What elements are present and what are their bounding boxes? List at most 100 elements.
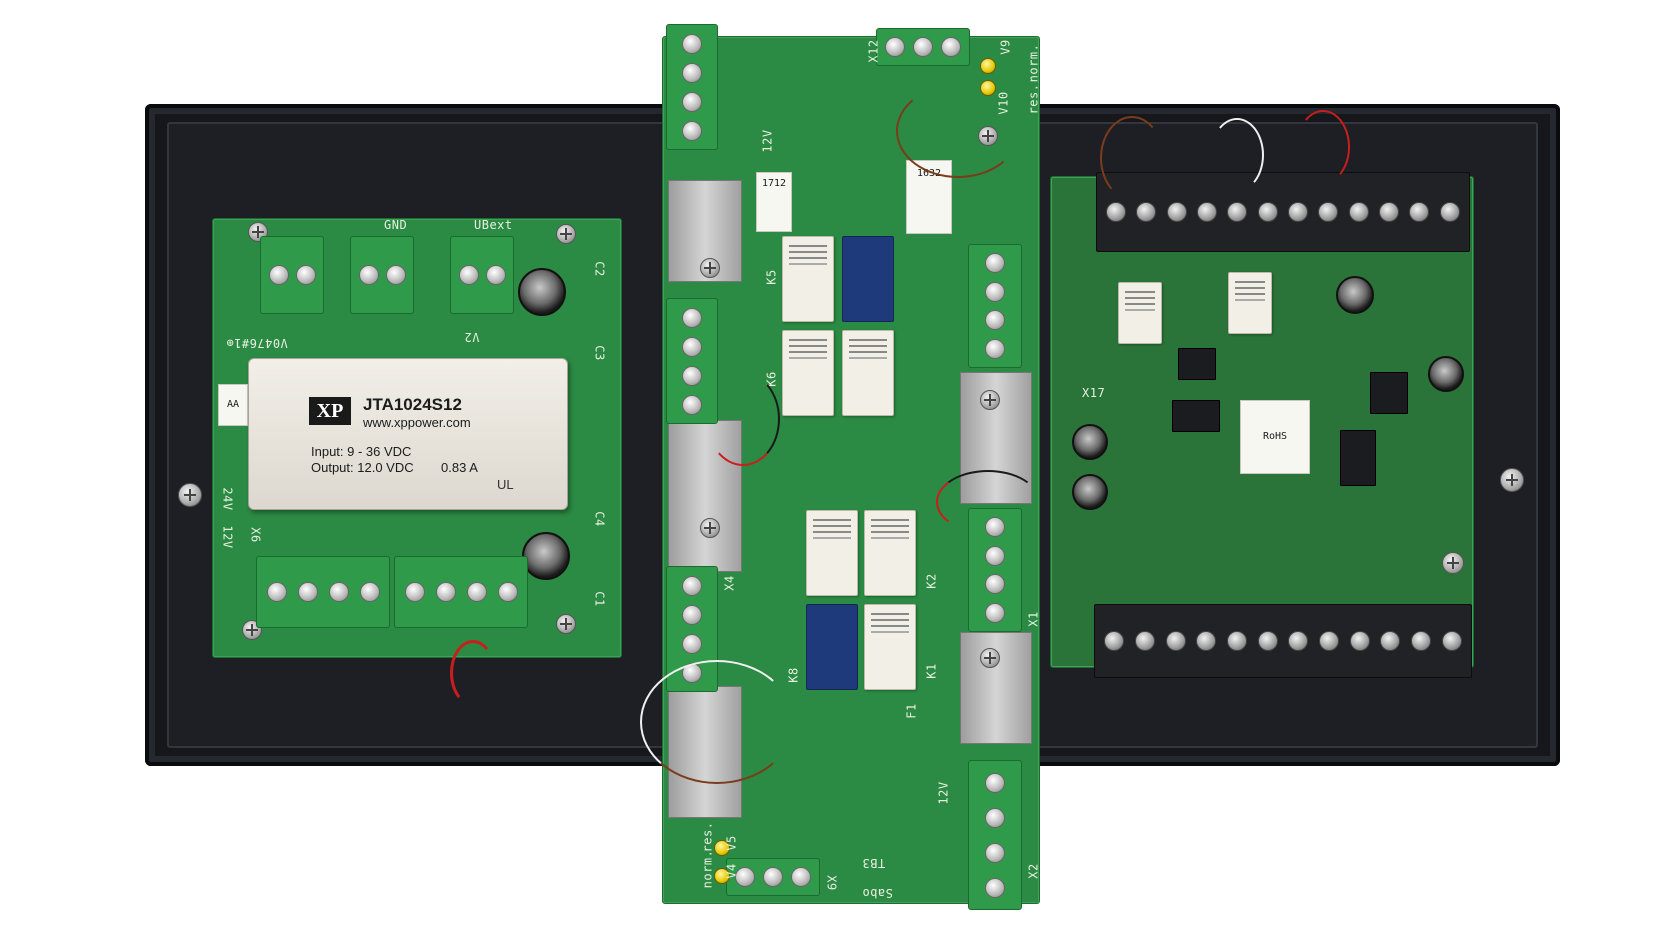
- x2-label: X2: [1026, 863, 1041, 879]
- ul-certification-mark: UL: [497, 477, 514, 492]
- signal-relay: [1228, 272, 1272, 334]
- relay-k2: [864, 510, 916, 596]
- k2-label: K2: [924, 573, 939, 589]
- 12v-label: 12V: [220, 525, 235, 549]
- red-wire: [450, 640, 496, 706]
- metal-strip: [960, 632, 1032, 744]
- converter-input-spec: Input: 9 - 36 VDC: [311, 444, 412, 459]
- 12v-label-top: 12V: [760, 129, 775, 153]
- electrolytic-capacitor: [1072, 474, 1108, 510]
- sticker-date: 1712: [761, 178, 787, 189]
- led-v5: [714, 840, 730, 856]
- c1-label: C1: [592, 591, 607, 607]
- red-black-wire-pair: [936, 470, 1040, 534]
- relay-blue: [842, 236, 894, 322]
- x4-label: X4: [722, 575, 737, 591]
- electrolytic-capacitor-c2: [518, 268, 566, 316]
- k8-label: K8: [786, 667, 801, 683]
- ic-chip: [1172, 400, 1220, 432]
- c2-label: C2: [592, 261, 607, 277]
- ubext-label: UBext: [474, 218, 513, 232]
- res-label-bottom: res.: [700, 821, 715, 853]
- x17-label: X17: [1082, 386, 1106, 400]
- tb3-label: TB3: [862, 856, 886, 870]
- xp-power-logo: XP: [309, 397, 351, 425]
- brown-wire: [1100, 116, 1164, 200]
- relay-k1: [864, 604, 916, 690]
- ubext-terminal-block: [450, 236, 514, 314]
- c3-label: C3: [592, 345, 607, 361]
- relay-k8: [806, 604, 858, 690]
- c4-label: C4: [592, 511, 607, 527]
- pcb-part-number: V0476#1⊕: [226, 336, 288, 350]
- board-screw: [700, 258, 720, 278]
- brown-wire: [896, 84, 1020, 178]
- enclosure-mounting-screw-left: [178, 483, 202, 507]
- k1-label: K1: [924, 663, 939, 679]
- red-black-wire-pair: [706, 372, 780, 466]
- k5-label: K5: [764, 269, 779, 285]
- board-screw: [980, 390, 1000, 410]
- relay-k6: [782, 330, 834, 416]
- gnd-terminal-block: [350, 236, 414, 314]
- 12v-label-bottom: 12V: [936, 781, 951, 805]
- sabo-label: Sabo: [862, 886, 893, 900]
- red-wire: [1296, 110, 1350, 184]
- electrolytic-capacitor: [1428, 356, 1464, 392]
- terminal-block-x12: [876, 28, 970, 66]
- board-screw: [980, 648, 1000, 668]
- output-terminal-block-left: [256, 556, 390, 628]
- power-terminal-block: [260, 236, 324, 314]
- converter-website: www.xppower.com: [363, 415, 471, 430]
- bottom-terminal-strip: [1094, 604, 1472, 678]
- x6-label: X6: [248, 527, 263, 543]
- board-screw: [1442, 552, 1464, 574]
- f1-label: F1: [904, 703, 919, 719]
- board-screw: [556, 224, 576, 244]
- datamatrix-label: RoHS: [1240, 400, 1310, 474]
- board-sticker: AA: [218, 384, 248, 426]
- microcontroller-chip: [1370, 372, 1408, 414]
- converter-model: JTA1024S12: [363, 395, 462, 414]
- terminal-block-x2: [968, 760, 1022, 910]
- gnd-label: GND: [384, 218, 408, 232]
- led-v4: [714, 868, 730, 884]
- electrolytic-capacitor-c1: [522, 532, 570, 580]
- res-label-top: res.: [1026, 83, 1041, 115]
- 24v-label: 24V: [220, 487, 235, 511]
- x9-label: X9: [824, 875, 839, 891]
- v5-label: V5: [724, 835, 739, 851]
- norm-label-top: norm.: [1026, 43, 1041, 83]
- ic-chip: [1178, 348, 1216, 380]
- date-code-sticker: 1712: [756, 172, 792, 232]
- v4-label: V4: [724, 863, 739, 879]
- v9-label: V9: [998, 39, 1013, 55]
- white-wire: [1210, 118, 1264, 192]
- v2-label: V2: [464, 330, 480, 344]
- terminal-block-x9: [726, 858, 820, 896]
- relay: [806, 510, 858, 596]
- electrolytic-capacitor: [1072, 424, 1108, 460]
- electrolytic-capacitor: [1336, 276, 1374, 314]
- rohs-text: RoHS: [1262, 431, 1288, 442]
- dc-dc-converter-module: XP JTA1024S12 www.xppower.com Input: 9 -…: [248, 358, 568, 510]
- top-terminal-strip: [1096, 172, 1470, 252]
- relay-k5: [782, 236, 834, 322]
- enclosure-mounting-screw-right: [1500, 468, 1524, 492]
- norm-label-bottom: norm.: [700, 849, 715, 889]
- sticker-code: 1632: [916, 168, 942, 179]
- converter-output-current: 0.83 A: [441, 460, 478, 475]
- terminal-block-right-upper: [968, 244, 1022, 368]
- board-screw: [700, 518, 720, 538]
- signal-relay: [1118, 282, 1162, 344]
- led-v9: [980, 58, 996, 74]
- x12-label: X12: [866, 39, 881, 63]
- x1-label: X1: [1026, 611, 1041, 627]
- converter-output-spec: Output: 12.0 VDC: [311, 460, 414, 475]
- ic-chip: [1340, 430, 1376, 486]
- white-brown-wires: [640, 660, 794, 784]
- output-terminal-block-right: [394, 556, 528, 628]
- relay: [842, 330, 894, 416]
- terminal-block-top-left: [666, 24, 718, 150]
- board-screw: [556, 614, 576, 634]
